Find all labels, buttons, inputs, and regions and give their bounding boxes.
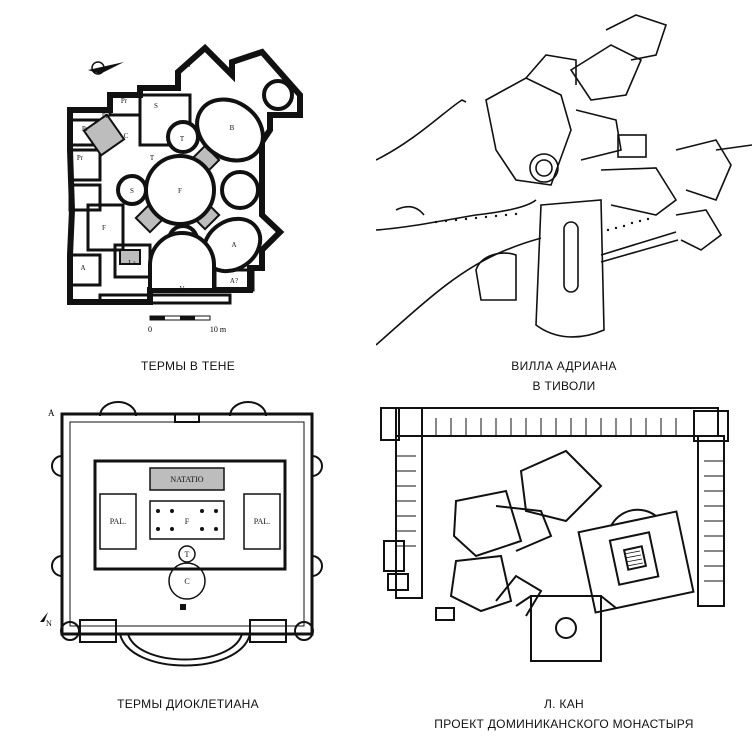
room-label: La — [128, 259, 136, 267]
room-label-natatio: NATATIO — [170, 475, 203, 484]
room-label: A — [231, 241, 236, 249]
kahn-monastery-plan — [380, 407, 729, 662]
room-label-pal-right: PAL. — [254, 517, 270, 526]
panel-hadrian-villa: ВИЛЛА АДРИАНА В ТИВОЛИ — [376, 0, 752, 393]
thenae-baths-plan: Pr Pr Pr Pr S C B T F S A A F La V A? A … — [67, 43, 303, 334]
diocletian-baths-plan: A — [40, 401, 323, 667]
caption-kahn-monastery: Л. КАН ПРОЕКТ ДОМИНИКАНСКОГО МОНАСТЫРЯ — [434, 697, 694, 731]
room-label: F — [178, 187, 182, 195]
svg-text:A: A — [48, 408, 55, 418]
room-label-pal-left: PAL. — [110, 517, 126, 526]
svg-text:N: N — [46, 619, 52, 628]
room-label: A — [257, 187, 262, 195]
panel-thenae-baths: Pr Pr Pr Pr S C B T F S A A F La V A? A … — [0, 0, 376, 376]
room-label: C — [124, 132, 129, 140]
panel-diocletian-baths: A — [0, 376, 376, 752]
caption-hadrian-villa: ВИЛЛА АДРИАНА В ТИВОЛИ — [511, 359, 617, 393]
room-label: Pr — [102, 112, 109, 120]
room-label-f: F — [185, 517, 190, 526]
panel-kahn-monastery: Л. КАН ПРОЕКТ ДОМИНИКАНСКОГО МОНАСТЫРЯ — [376, 376, 752, 752]
room-label-c: C — [184, 577, 189, 586]
room-label: B — [230, 124, 235, 132]
north-arrow-icon — [88, 61, 124, 75]
caption-diocletian-baths: ТЕРМЫ ДИОКЛЕТИАНА — [117, 697, 259, 711]
room-label: A — [80, 264, 85, 272]
room-label: A? — [230, 277, 238, 285]
room-label: Pr — [185, 61, 192, 69]
room-label: S — [130, 187, 134, 195]
svg-text:10 m: 10 m — [210, 325, 227, 334]
room-label: V — [179, 285, 184, 293]
north-arrow-icon: N — [40, 612, 52, 628]
room-label: T — [150, 154, 155, 162]
room-label-t: T — [185, 550, 190, 559]
room-label: Pr — [77, 154, 84, 162]
room-label: T — [180, 135, 185, 143]
svg-text:0: 0 — [148, 325, 152, 334]
room-label: Pr — [121, 97, 128, 105]
room-label: S — [154, 102, 158, 110]
scale-bar: 0 10 m — [148, 315, 227, 334]
caption-thenae-baths: ТЕРМЫ В ТЕНЕ — [140, 359, 236, 373]
hadrian-villa-plan — [376, 14, 752, 346]
room-label: Pr — [82, 125, 89, 133]
room-label: F — [102, 224, 106, 232]
